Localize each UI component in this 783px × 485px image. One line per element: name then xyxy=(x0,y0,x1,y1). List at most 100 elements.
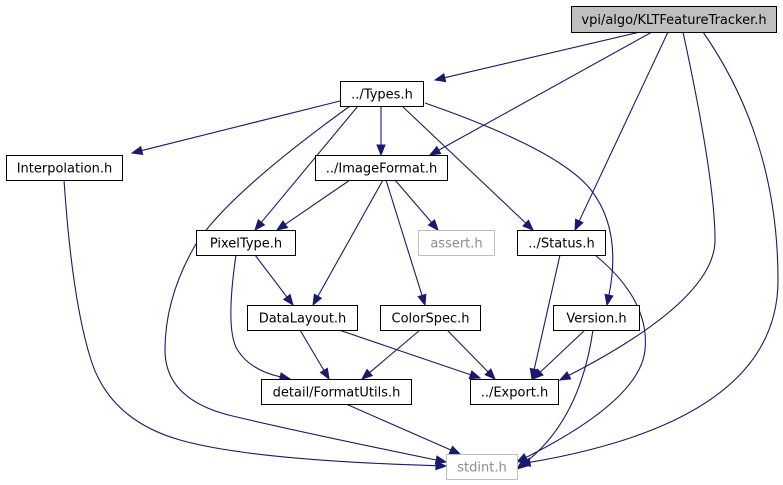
arrowhead-icon xyxy=(448,445,462,455)
edge-line xyxy=(385,179,423,296)
node-label: ../ImageFormat.h xyxy=(326,162,438,177)
node-types[interactable]: ../Types.h xyxy=(340,81,424,107)
edge-colorspec-to-export xyxy=(446,329,496,380)
node-box xyxy=(380,305,481,331)
node-box xyxy=(470,379,559,405)
edge-klt-to-imgfmt xyxy=(428,31,653,156)
edge-line xyxy=(394,179,432,223)
node-box xyxy=(196,230,296,256)
edge-line xyxy=(345,403,452,451)
arrowhead-icon xyxy=(484,368,496,380)
edge-formatutils-to-stdint xyxy=(345,403,462,455)
edge-line xyxy=(254,254,288,298)
arrowhead-icon xyxy=(435,460,448,471)
node-label: detail/FormatUtils.h xyxy=(273,386,401,401)
edge-types-to-version xyxy=(424,102,614,307)
arrowhead-icon xyxy=(428,145,442,156)
node-colorspec[interactable]: ColorSpec.h xyxy=(380,305,481,331)
edge-line xyxy=(260,105,359,223)
edge-line xyxy=(446,329,489,373)
edge-line xyxy=(338,329,471,376)
arrowhead-icon xyxy=(574,218,584,232)
edge-line xyxy=(529,31,779,463)
arrowhead-icon xyxy=(468,370,482,380)
node-version[interactable]: Version.h xyxy=(553,305,640,331)
node-label: DataLayout.h xyxy=(259,312,347,327)
node-export[interactable]: ../Export.h xyxy=(470,379,559,405)
arrowhead-icon xyxy=(532,368,544,380)
node-label: ../Status.h xyxy=(528,237,594,252)
node-label: Interpolation.h xyxy=(17,162,113,177)
edge-types-to-imgfmt xyxy=(376,106,386,157)
arrowhead-icon xyxy=(275,220,289,231)
node-pixtype[interactable]: PixelType.h xyxy=(196,230,296,256)
node-label: ../Export.h xyxy=(481,386,549,401)
edge-pixtype-to-datalayout xyxy=(254,254,294,307)
node-interp[interactable]: Interpolation.h xyxy=(6,155,123,181)
edge-line xyxy=(533,254,561,370)
arrowhead-icon xyxy=(360,368,374,380)
node-label: ColorSpec.h xyxy=(392,312,470,327)
edge-version-to-export xyxy=(532,329,586,380)
arrowhead-icon xyxy=(376,144,386,157)
node-box xyxy=(340,81,424,107)
node-datalayout[interactable]: DataLayout.h xyxy=(247,305,358,331)
arrowhead-icon xyxy=(522,219,534,231)
edge-line xyxy=(539,329,586,373)
node-label: assert.h xyxy=(430,237,482,252)
edge-pixtype-to-formatutils xyxy=(230,254,292,382)
edge-datalayout-to-export xyxy=(338,329,482,380)
edge-line xyxy=(444,31,641,79)
node-label: ../Types.h xyxy=(351,88,413,103)
node-formatutils[interactable]: detail/FormatUtils.h xyxy=(261,379,412,405)
node-box xyxy=(553,305,640,331)
edge-klt-to-export xyxy=(558,31,716,381)
arrowhead-icon xyxy=(282,293,294,307)
edge-types-to-interp xyxy=(130,100,341,156)
edge-line xyxy=(317,179,384,297)
edge-line xyxy=(578,31,669,222)
arrowhead-icon xyxy=(604,293,614,307)
node-box xyxy=(446,454,518,480)
edges-layer xyxy=(63,31,779,471)
edge-datalayout-to-formatutils xyxy=(299,329,330,381)
edge-klt-to-status xyxy=(574,31,669,232)
arrowhead-icon xyxy=(433,72,447,83)
arrowhead-icon xyxy=(319,367,330,381)
arrowhead-icon xyxy=(417,293,427,307)
arrowhead-icon xyxy=(427,218,439,232)
edge-line xyxy=(369,329,421,373)
edge-line xyxy=(401,105,527,224)
edge-imgfmt-to-pixtype xyxy=(275,179,351,231)
edge-line xyxy=(424,102,614,296)
edge-types-to-pixtype xyxy=(254,105,359,232)
node-box xyxy=(418,230,495,256)
arrowhead-icon xyxy=(312,293,323,307)
arrowhead-icon xyxy=(434,455,448,465)
edge-types-to-status xyxy=(401,105,534,231)
arrowhead-icon xyxy=(254,218,266,232)
arrowhead-icon xyxy=(515,458,529,470)
edge-line xyxy=(524,329,594,464)
node-stdint: stdint.h xyxy=(446,454,518,480)
edge-line xyxy=(164,105,437,461)
node-box xyxy=(261,379,412,405)
edge-colorspec-to-formatutils xyxy=(360,329,421,380)
node-box xyxy=(517,230,606,256)
edge-line xyxy=(438,31,653,151)
node-label: vpi/algo/KLTFeatureTracker.h xyxy=(581,13,766,28)
node-status[interactable]: ../Status.h xyxy=(517,230,606,256)
node-box xyxy=(571,6,777,33)
node-klt[interactable]: vpi/algo/KLTFeatureTracker.h xyxy=(571,6,777,33)
edge-version-to-stdint xyxy=(515,329,594,470)
edge-line xyxy=(525,254,646,458)
edge-imgfmt-to-datalayout xyxy=(312,179,384,307)
node-label: stdint.h xyxy=(457,461,506,476)
edge-klt-to-types xyxy=(433,31,641,83)
node-assert: assert.h xyxy=(418,230,495,256)
node-imgfmt[interactable]: ../ImageFormat.h xyxy=(315,155,448,181)
arrowhead-icon xyxy=(558,370,572,381)
edge-line xyxy=(299,329,325,371)
node-label: Version.h xyxy=(566,312,626,327)
